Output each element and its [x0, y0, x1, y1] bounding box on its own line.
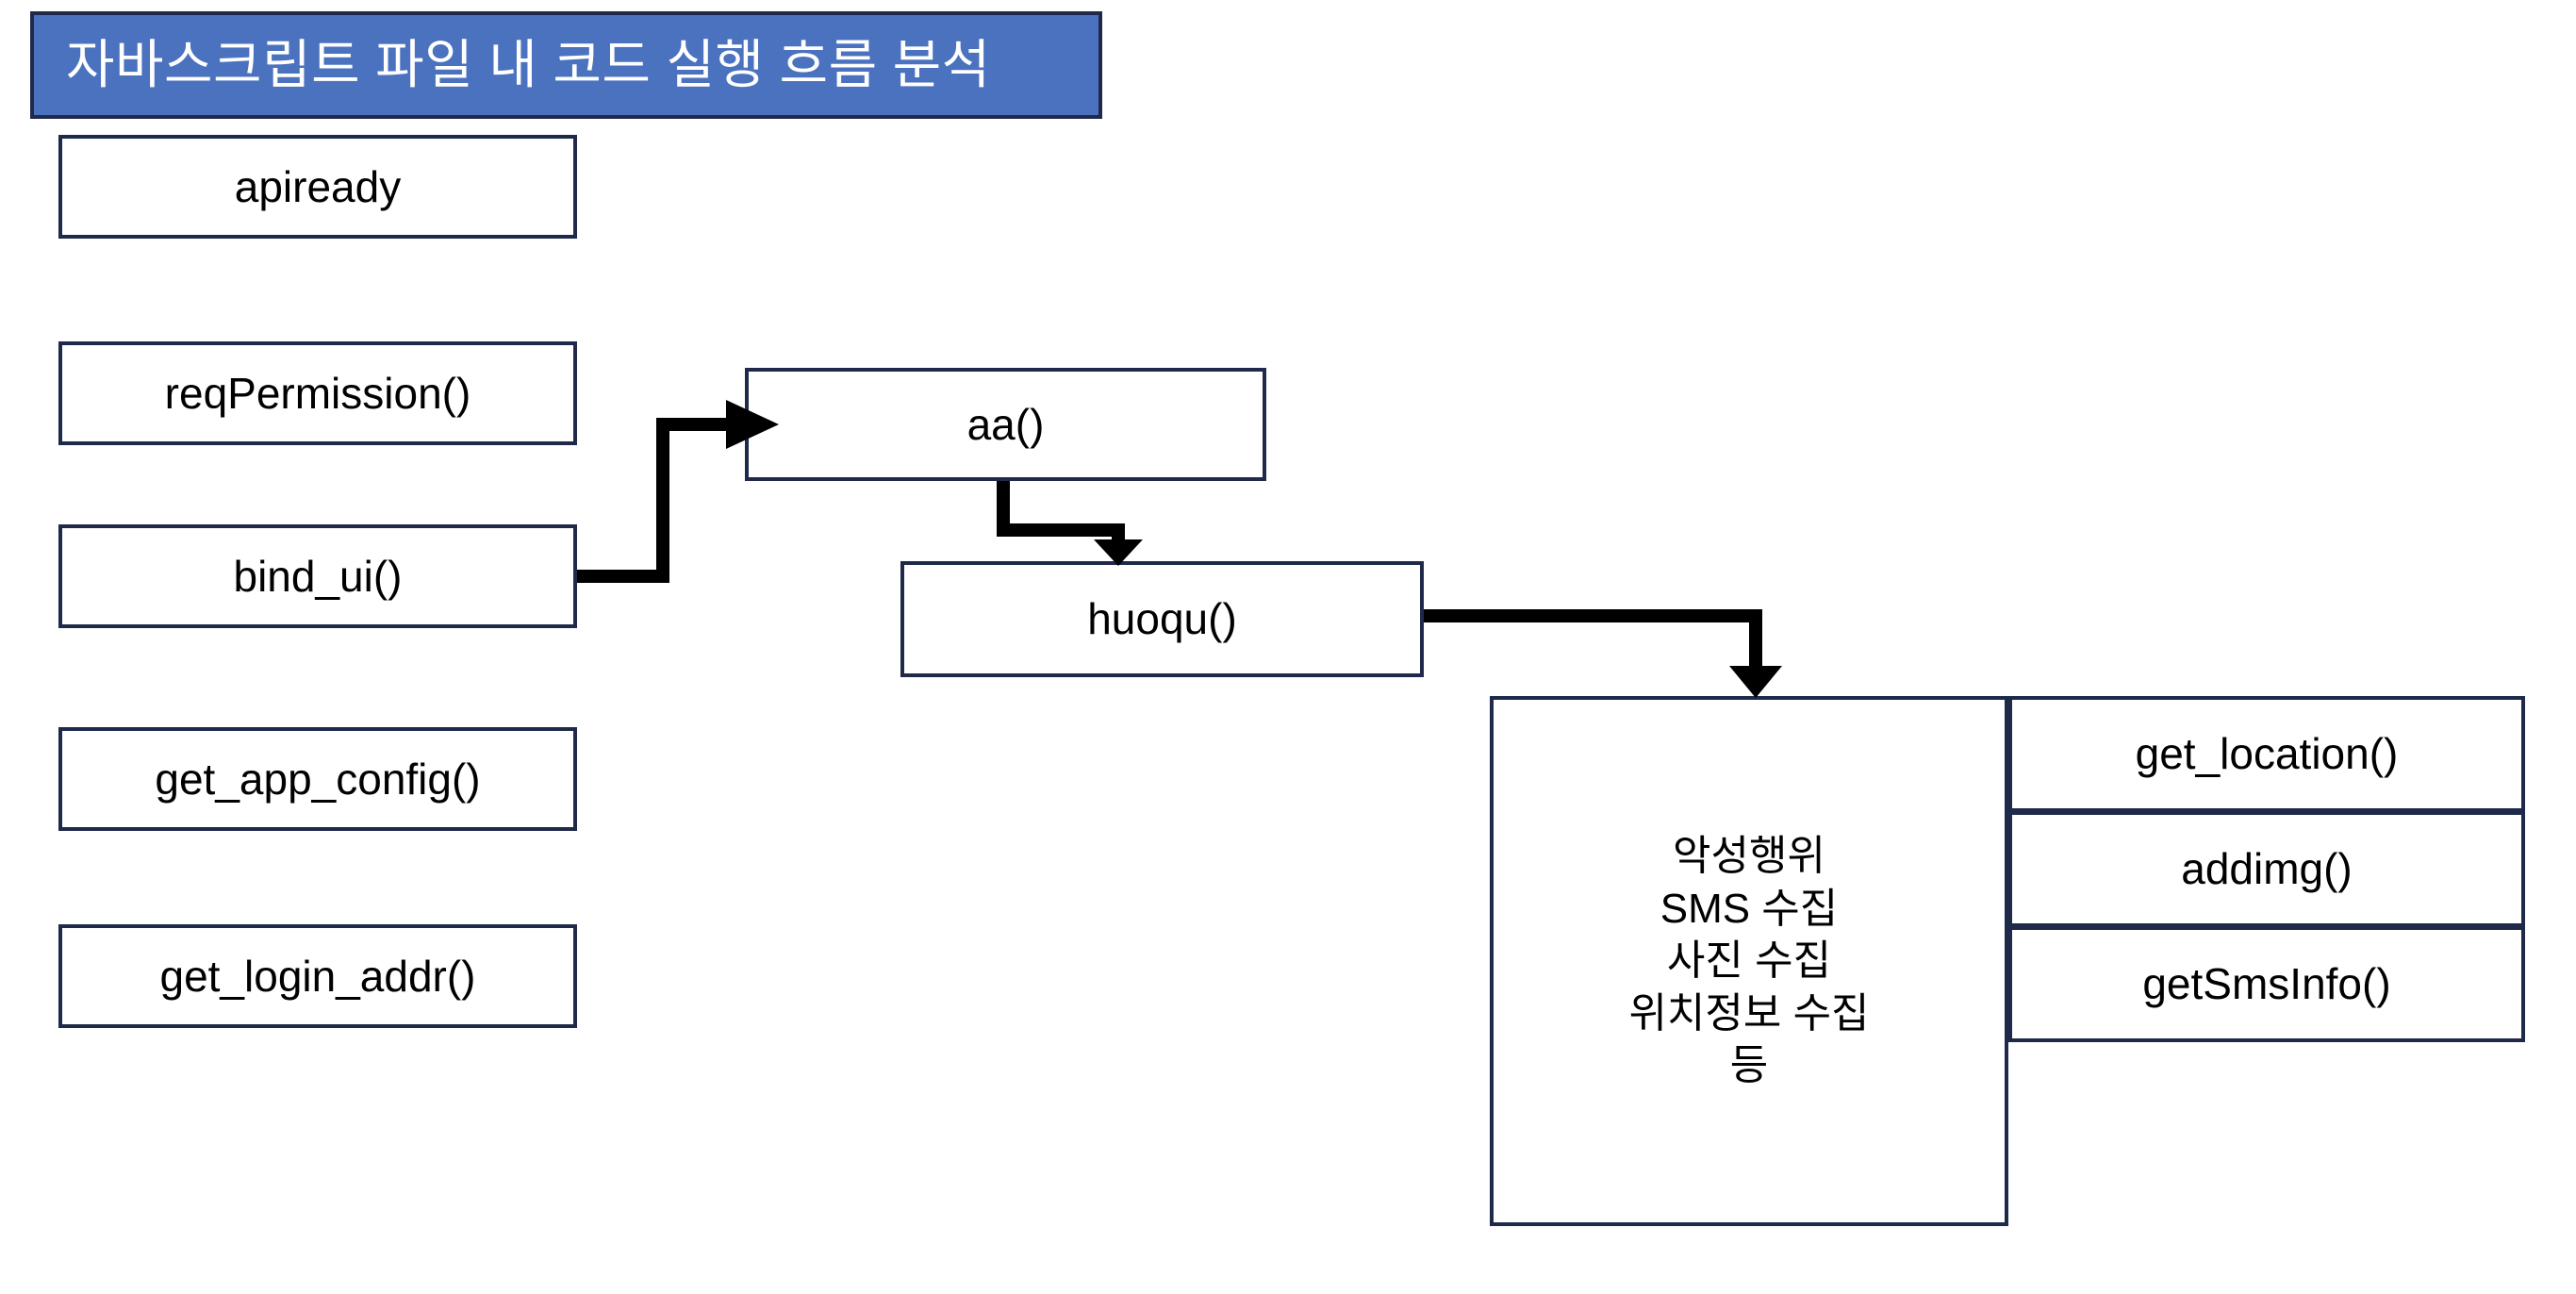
node-label: aa(): [966, 399, 1045, 449]
node-get-sms-info[interactable]: getSmsInfo(): [2008, 926, 2525, 1042]
node-aa[interactable]: aa(): [745, 368, 1266, 481]
node-label: get_location(): [2135, 729, 2399, 779]
node-get-location[interactable]: get_location(): [2008, 696, 2525, 812]
node-label: bind_ui(): [233, 551, 403, 601]
node-label: addimg(): [2181, 844, 2353, 894]
node-label: 악성행위 SMS 수집 사진 수집 위치정보 수집 등: [1628, 833, 1870, 1089]
node-label: apiready: [234, 161, 402, 211]
node-label: get_login_addr(): [159, 951, 476, 1001]
api-node-stack: get_location() addimg() getSmsInfo(): [2008, 696, 2525, 1042]
node-req-permission[interactable]: reqPermission(): [58, 341, 577, 445]
node-label: reqPermission(): [164, 368, 471, 418]
edge-aa-to-huoqu: [997, 481, 1143, 566]
node-apiready[interactable]: apiready: [58, 135, 577, 239]
node-bind-ui[interactable]: bind_ui(): [58, 524, 577, 628]
node-get-login-addr[interactable]: get_login_addr(): [58, 924, 577, 1028]
node-label: get_app_config(): [155, 754, 481, 804]
node-addimg[interactable]: addimg(): [2008, 811, 2525, 927]
node-get-app-config[interactable]: get_app_config(): [58, 727, 577, 831]
node-label: getSmsInfo(): [2142, 959, 2391, 1009]
node-huoqu[interactable]: huoqu(): [900, 561, 1424, 677]
node-label: huoqu(): [1087, 594, 1237, 644]
page-title: 자바스크립트 파일 내 코드 실행 흐름 분석: [66, 35, 991, 95]
edge-huoqu-to-malicious: [1424, 609, 1782, 698]
diagram-title-banner: 자바스크립트 파일 내 코드 실행 흐름 분석: [30, 11, 1102, 119]
arrowhead-icon: [1729, 666, 1782, 698]
node-malicious-behaviour[interactable]: 악성행위 SMS 수집 사진 수집 위치정보 수집 등: [1490, 696, 2008, 1226]
